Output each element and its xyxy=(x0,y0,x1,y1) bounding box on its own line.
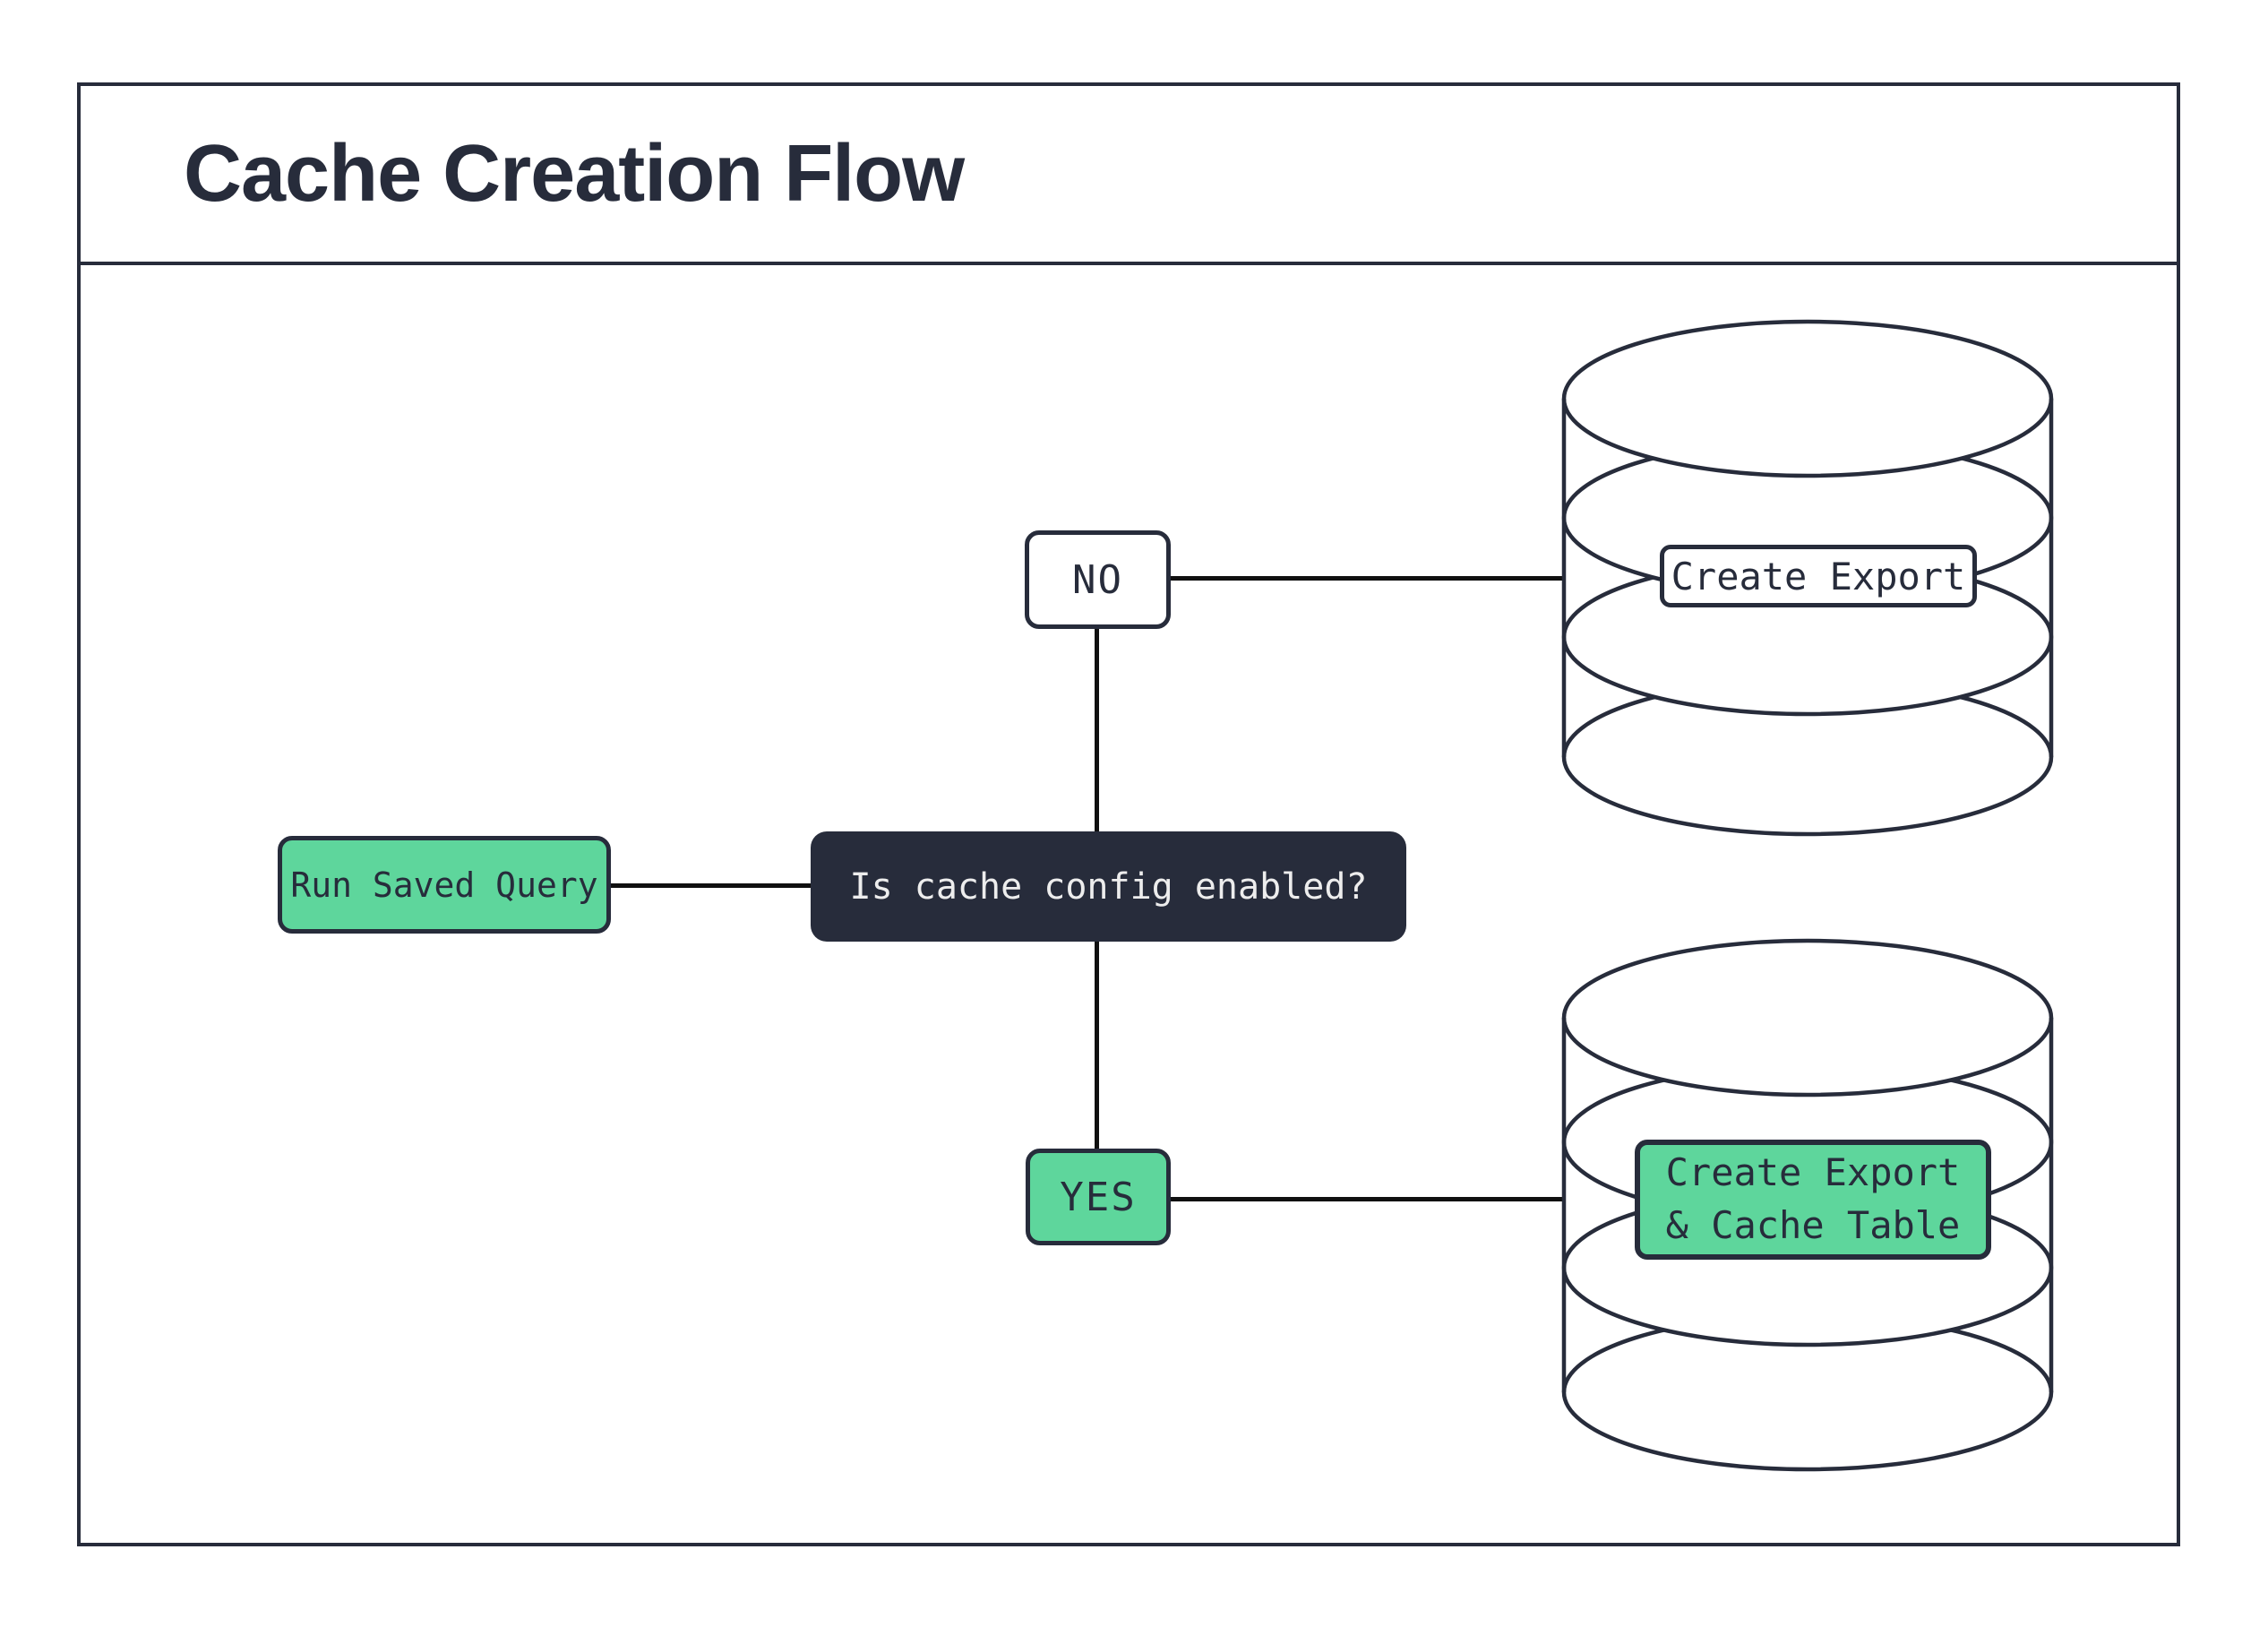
connector-no-database xyxy=(1171,576,1565,581)
connector-yes-database xyxy=(1171,1197,1565,1201)
yes-branch-node: YES xyxy=(1026,1149,1171,1245)
decision-node-label: Is cache config enabled? xyxy=(849,865,1368,908)
start-node: Run Saved Query xyxy=(278,836,611,934)
no-result-label: Create Export xyxy=(1671,554,1966,598)
title-bar: Cache Creation Flow xyxy=(81,86,2177,265)
no-branch-node: NO xyxy=(1025,530,1171,629)
yes-branch-label: YES xyxy=(1060,1174,1137,1220)
page-title: Cache Creation Flow xyxy=(184,128,965,219)
no-branch-label: NO xyxy=(1072,556,1123,603)
connector-decision-yes xyxy=(1095,942,1099,1150)
connector-start-decision xyxy=(611,883,811,888)
yes-result-node: Create Export & Cache Table xyxy=(1635,1140,1991,1260)
start-node-label: Run Saved Query xyxy=(290,865,598,905)
cylinder-disk xyxy=(1561,319,2054,478)
cylinder-disk xyxy=(1561,938,2054,1098)
connector-no-decision xyxy=(1095,629,1099,831)
yes-result-label-line1: Create Export xyxy=(1665,1150,1961,1195)
no-result-node: Create Export xyxy=(1660,545,1977,607)
yes-result-label-line2: & Cache Table xyxy=(1665,1203,1961,1247)
decision-node: Is cache config enabled? xyxy=(811,831,1406,942)
